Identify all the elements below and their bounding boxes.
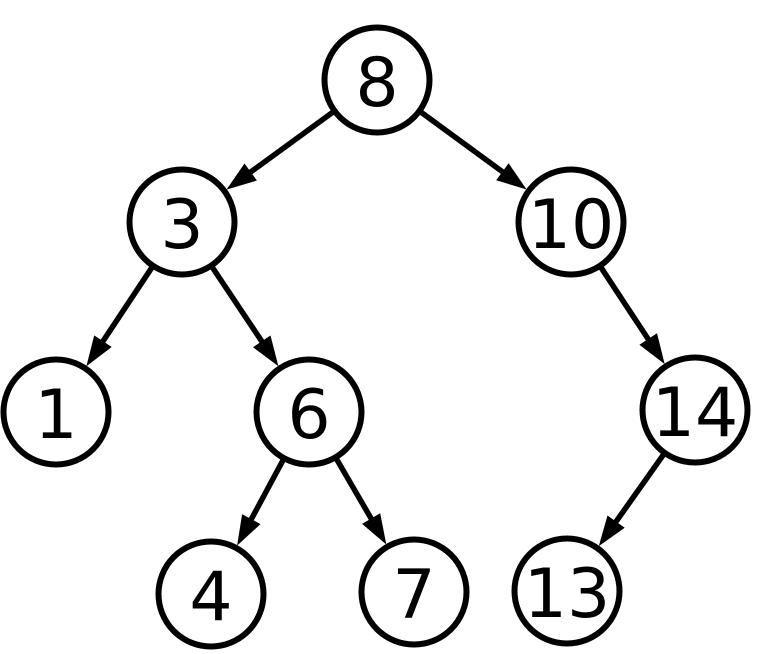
node-circle	[321, 24, 433, 136]
node-label: 6	[287, 376, 330, 455]
arrowhead-icon	[226, 163, 257, 190]
edge-14-to-13	[610, 451, 667, 529]
node-label: 8	[355, 44, 398, 123]
node-circle	[155, 538, 267, 650]
edges-layer	[86, 108, 667, 547]
edge-6-to-7	[333, 455, 377, 526]
node-label: 4	[189, 558, 232, 637]
node-circle	[515, 166, 627, 278]
node-circle	[253, 356, 365, 468]
arrowhead-icon	[362, 513, 387, 545]
node-circle	[126, 166, 238, 278]
tree-node-8: 8	[321, 24, 433, 136]
node-circle	[0, 356, 112, 468]
arrowhead-icon	[598, 515, 625, 547]
arrowhead-icon	[86, 335, 112, 367]
tree-node-13: 13	[511, 535, 623, 647]
arrowhead-icon	[253, 335, 279, 367]
node-circle	[358, 536, 470, 648]
edge-3-to-6	[208, 264, 268, 348]
node-label: 10	[528, 186, 615, 265]
tree-node-14: 14	[639, 354, 751, 466]
tree-node-3: 3	[126, 166, 238, 278]
tree-node-10: 10	[515, 166, 627, 278]
node-label: 7	[392, 556, 435, 635]
node-circle	[639, 354, 751, 466]
edge-8-to-10	[417, 108, 509, 178]
tree-node-7: 7	[358, 536, 470, 648]
node-circle	[511, 535, 623, 647]
node-label: 14	[652, 374, 739, 453]
tree-node-1: 1	[0, 356, 112, 468]
tree-node-6: 6	[253, 356, 365, 468]
arrowhead-icon	[639, 333, 665, 365]
edge-6-to-4	[246, 456, 287, 526]
edge-10-to-14	[597, 264, 654, 346]
node-label: 13	[524, 555, 611, 634]
edge-3-to-1	[97, 264, 156, 348]
arrowhead-icon	[237, 514, 261, 546]
nodes-layer: 8 3 10 1 6 14 4 7 13	[0, 24, 751, 650]
tree-node-4: 4	[155, 538, 267, 650]
node-label: 3	[160, 186, 203, 265]
arrowhead-icon	[496, 163, 527, 190]
node-label: 1	[34, 376, 77, 455]
edge-8-to-3	[244, 108, 337, 178]
